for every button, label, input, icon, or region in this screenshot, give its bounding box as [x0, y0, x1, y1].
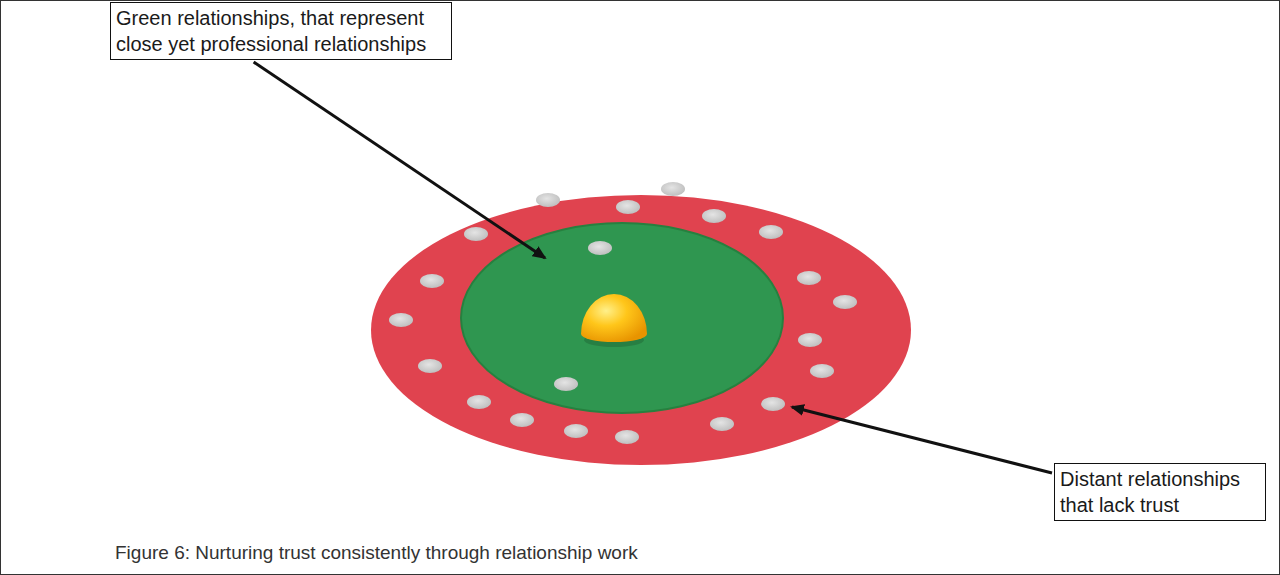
callout-box: Distant relationships that lack trust: [1054, 463, 1266, 521]
figure-caption: Figure 6: Nurturing trust consistently t…: [115, 541, 638, 565]
leader-arrow: [792, 407, 1052, 473]
callout-text: Distant relationships that lack trust: [1060, 466, 1260, 518]
callout-box: Green relationships, that represent clos…: [110, 2, 452, 60]
leader-arrow: [254, 62, 545, 258]
grey-dots: [389, 182, 857, 444]
yellow-sphere: [581, 294, 647, 342]
callout-text: Green relationships, that represent clos…: [116, 5, 446, 57]
red-ring: [371, 195, 911, 465]
green-zone: [461, 223, 783, 413]
